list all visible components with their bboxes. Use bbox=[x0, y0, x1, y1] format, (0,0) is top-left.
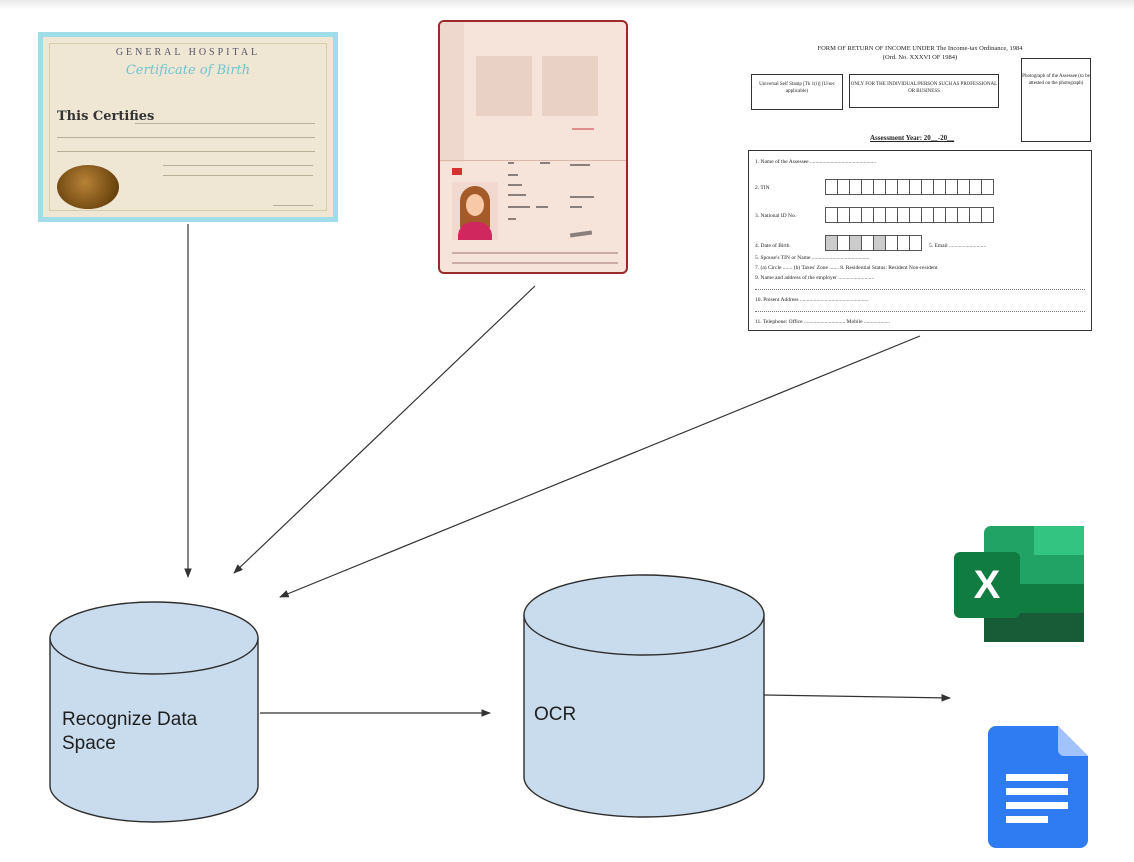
income-tax-form-image: FORM OF RETURN OF INCOME UNDER The Incom… bbox=[745, 40, 1095, 340]
excel-icon: X bbox=[954, 526, 1084, 642]
certificate-line bbox=[57, 137, 315, 138]
photo-body bbox=[458, 222, 492, 240]
form-row: 2. TIN bbox=[755, 185, 770, 191]
passport-image bbox=[438, 20, 628, 274]
form-assessment-year: Assessment Year: 20__-20__ bbox=[870, 134, 955, 142]
certificate-org: GENERAL HOSPITAL bbox=[115, 47, 261, 58]
passport-field bbox=[508, 218, 516, 220]
arrow-ocr-to-outputs bbox=[763, 694, 951, 702]
passport-field bbox=[536, 206, 548, 208]
certificate-line bbox=[135, 123, 315, 124]
form-title: FORM OF RETURN OF INCOME UNDER The Incom… bbox=[775, 44, 1065, 62]
form-title-sub: (Ord. No. XXXVI OF 1984) bbox=[882, 54, 958, 61]
passport-mrz-line bbox=[452, 252, 618, 254]
passport-field bbox=[508, 162, 514, 164]
birth-certificate-image: GENERAL HOSPITAL Certificate of Birth Th… bbox=[38, 32, 338, 222]
passport-field bbox=[508, 206, 530, 208]
passport-field bbox=[570, 206, 582, 208]
form-tin-cells bbox=[825, 179, 994, 195]
form-dotted-line bbox=[755, 289, 1085, 290]
arrow-passport-to-recognize bbox=[233, 285, 536, 574]
google-docs-icon-graphic bbox=[988, 726, 1088, 848]
ocr-node: OCR bbox=[522, 573, 766, 819]
certificate-inner-border bbox=[49, 43, 327, 211]
passport-photo bbox=[452, 182, 498, 240]
passport-divider bbox=[440, 160, 626, 161]
form-row: 4. Date of Birth bbox=[755, 243, 790, 249]
form-photo-box: Photograph of the Assessee (to be attest… bbox=[1021, 58, 1091, 142]
form-row: 1. Name of the Assessee ................… bbox=[755, 159, 876, 165]
form-row: 5. Spouse's TIN or Name ................… bbox=[755, 255, 870, 261]
signature-line bbox=[273, 205, 313, 206]
form-row: 7. (a) Circle ....... (b) Taxes' Zone ..… bbox=[755, 265, 938, 271]
passport-page-block bbox=[542, 56, 598, 116]
form-stamp-box: Universal Self Stamp [Tk 1(i)] (U/sec ap… bbox=[751, 74, 843, 110]
form-title-line: FORM OF RETURN OF INCOME UNDER The Incom… bbox=[817, 45, 1023, 52]
recognize-data-space-label: Recognize Data Space bbox=[62, 709, 198, 754]
certificate-line bbox=[57, 151, 315, 152]
form-email-label: 5. Email ........................... bbox=[929, 243, 987, 249]
form-row: 10. Present Address ....................… bbox=[755, 297, 869, 303]
passport-field bbox=[508, 174, 518, 176]
passport-field bbox=[540, 162, 550, 164]
form-main-panel: 1. Name of the Assessee ................… bbox=[748, 150, 1092, 331]
cylinder-shape bbox=[49, 601, 259, 823]
passport-field bbox=[570, 164, 590, 166]
certificate-title: Certificate of Birth bbox=[125, 63, 251, 78]
passport-mrz-line bbox=[452, 262, 618, 264]
form-row: 9. Name and address of the employer ....… bbox=[755, 275, 875, 281]
passport-field bbox=[570, 196, 594, 198]
form-row: 11. Telephone: Office ..................… bbox=[755, 319, 891, 325]
passport-stripe bbox=[440, 22, 464, 162]
passport-field bbox=[508, 184, 522, 186]
passport-red-mark bbox=[572, 128, 594, 130]
ocr-label: OCR bbox=[534, 704, 577, 725]
certificate-line bbox=[163, 175, 313, 176]
recognize-data-space-node: Recognize Data Space bbox=[48, 600, 260, 824]
passport-page-block bbox=[476, 56, 532, 116]
gold-seal bbox=[57, 165, 119, 209]
form-row: 3. National ID No. bbox=[755, 213, 797, 219]
arrow-form-to-recognize bbox=[279, 335, 921, 598]
form-nid-cells bbox=[825, 207, 994, 223]
certificate-subtitle: This Certifies bbox=[57, 109, 155, 124]
flag-icon bbox=[452, 168, 462, 175]
form-category-box: ONLY FOR THE INDIVIDUAL/PERSON SUCH AS P… bbox=[849, 74, 999, 108]
photo-face bbox=[466, 194, 484, 216]
certificate-line bbox=[163, 165, 313, 166]
passport-field bbox=[508, 194, 526, 196]
cylinder-shape bbox=[523, 574, 765, 818]
form-dotted-line bbox=[755, 311, 1085, 312]
excel-x-badge: X bbox=[954, 552, 1020, 618]
top-shadow-bar bbox=[0, 0, 1134, 10]
google-docs-icon bbox=[988, 726, 1088, 848]
form-dob-cells bbox=[825, 235, 922, 251]
